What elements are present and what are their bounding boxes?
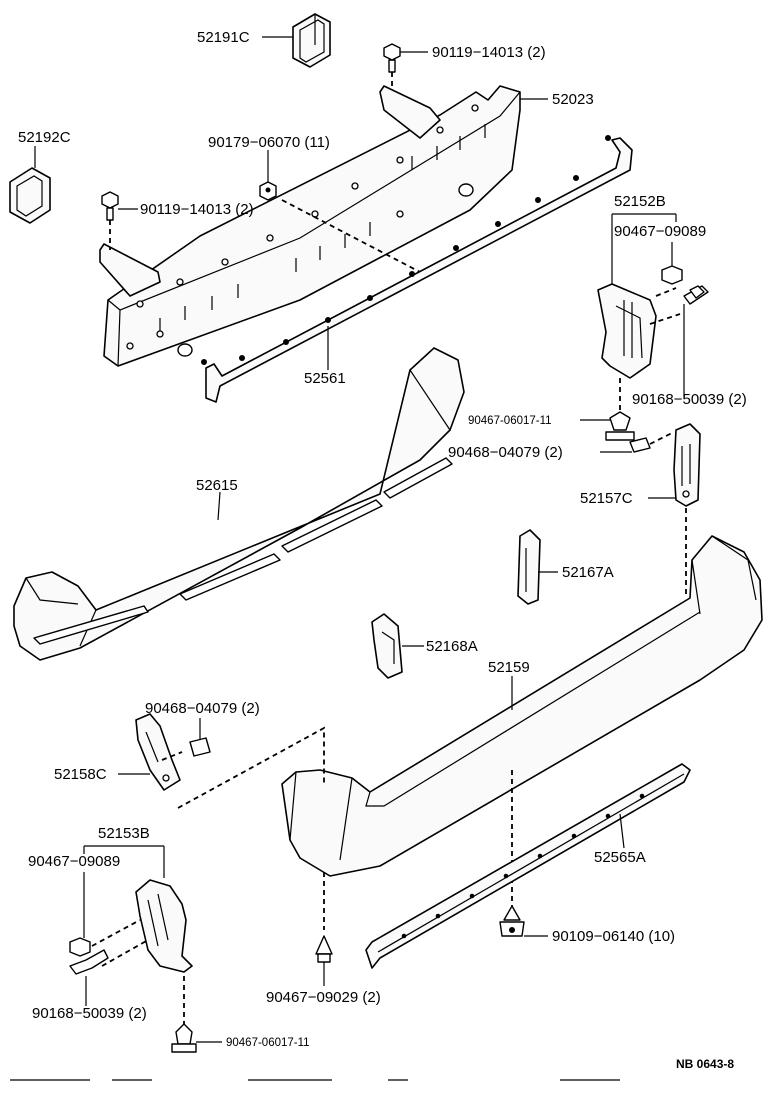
clip-90467-09089-left[interactable] <box>69 937 91 957</box>
clip-90467-09029[interactable] <box>315 935 333 963</box>
label-52191C: 52191C <box>197 29 250 46</box>
retainer-52191C[interactable] <box>292 13 331 68</box>
clip-90467-06017-left[interactable] <box>171 1023 197 1053</box>
label-52615: 52615 <box>196 477 238 494</box>
label-52153B: 52153B <box>98 825 150 842</box>
label-52159: 52159 <box>488 659 530 676</box>
drawing-code: NB 0643-8 <box>676 1057 734 1071</box>
bracket-52153B[interactable] <box>135 879 193 973</box>
clip-90467-06017-right[interactable] <box>605 411 635 441</box>
label-52167A: 52167A <box>562 564 614 581</box>
screw-90168-right[interactable] <box>683 285 709 305</box>
clip-90468-right[interactable] <box>629 437 651 453</box>
label-90109: 90109−06140 (10) <box>552 928 675 945</box>
bumper-cover-52615[interactable] <box>13 347 465 661</box>
retainer-52565A[interactable] <box>365 763 691 969</box>
label-90467-09089-right: 90467−09089 <box>614 223 706 240</box>
nut-90179[interactable] <box>259 181 277 201</box>
clip-90467-09089-right[interactable] <box>661 265 683 285</box>
clip-90109[interactable] <box>499 905 525 937</box>
label-52168A: 52168A <box>426 638 478 655</box>
label-52152B: 52152B <box>614 193 666 210</box>
label-90119-left: 90119−14013 (2) <box>140 201 254 218</box>
bracket-52157C[interactable] <box>673 423 701 507</box>
bumper-cover-52159[interactable] <box>281 535 763 877</box>
bracket-52152B[interactable] <box>597 283 657 379</box>
label-90467-06017-left: 90467-06017-11 <box>226 1037 310 1049</box>
label-52157C: 52157C <box>580 490 633 507</box>
label-52561: 52561 <box>304 370 346 387</box>
bracket-52158C[interactable] <box>135 713 181 791</box>
clip-90468-left[interactable] <box>189 737 211 757</box>
label-90468-right: 90468−04079 (2) <box>448 444 563 461</box>
label-52565A: 52565A <box>594 849 646 866</box>
label-52158C: 52158C <box>54 766 107 783</box>
label-90168-left: 90168−50039 (2) <box>32 1005 147 1022</box>
bolt-90119-left[interactable] <box>101 191 119 221</box>
label-90179: 90179−06070 (11) <box>208 134 330 151</box>
label-90467-09089-left: 90467−09089 <box>28 853 120 870</box>
label-90468-left: 90468−04079 (2) <box>145 700 260 717</box>
bolt-90119-top[interactable] <box>383 43 401 73</box>
label-52192C: 52192C <box>18 129 71 146</box>
bracket-52168A[interactable] <box>371 613 403 679</box>
label-90168-right: 90168−50039 (2) <box>632 391 747 408</box>
retainer-52561[interactable] <box>201 135 633 403</box>
label-90467-06017-right: 90467-06017-11 <box>468 415 552 427</box>
label-90119-top: 90119−14013 (2) <box>432 44 546 61</box>
reinforcement-52023[interactable] <box>99 85 521 367</box>
label-52023: 52023 <box>552 91 594 108</box>
label-90467-09029: 90467−09029 (2) <box>266 989 381 1006</box>
screw-90168-left[interactable] <box>69 949 109 975</box>
retainer-52192C[interactable] <box>9 167 51 224</box>
bracket-52167A[interactable] <box>517 529 541 605</box>
